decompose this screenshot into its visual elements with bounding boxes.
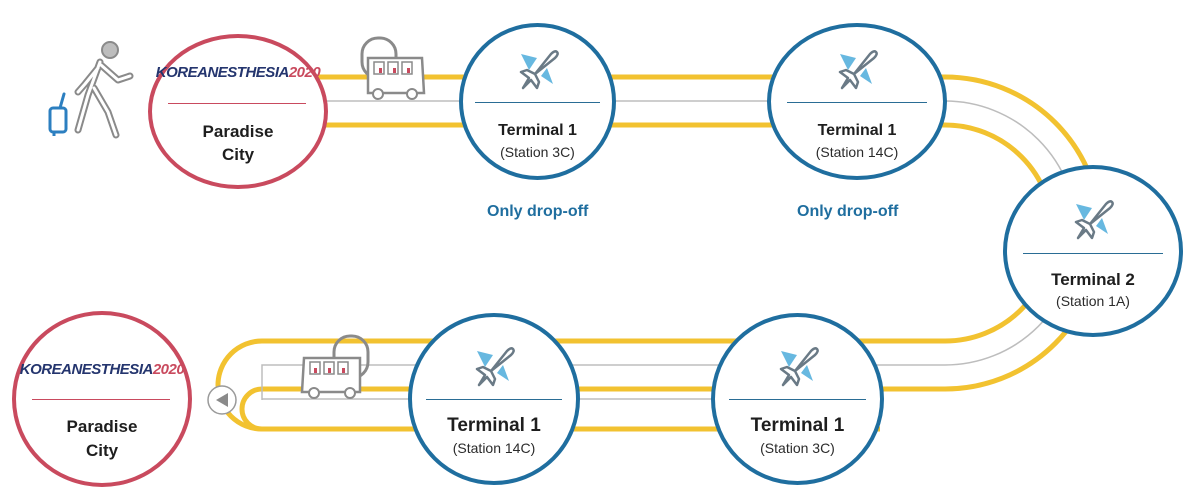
stop-terminal-1-station-3c: Terminal 1 (Station 3C)	[711, 313, 884, 485]
start-stop-name-line2: City	[221, 145, 255, 164]
stop-terminal-1-station-14c: Terminal 1 (Station 14C)	[767, 23, 947, 180]
logo-underline	[168, 103, 306, 104]
stop-divider	[729, 399, 866, 400]
stop-divider	[1023, 253, 1163, 254]
stop-station: (Station 1A)	[1056, 293, 1130, 309]
stop-name: Terminal 1	[817, 122, 897, 139]
end-stop-paradise-city: KOREANESTHESIA2020 Paradise City	[12, 311, 192, 487]
stop-name: Terminal 1	[750, 415, 845, 436]
stop-station: (Station 3C)	[500, 144, 575, 160]
start-stop-paradise-city: KOREANESTHESIA2020 Paradise City	[148, 34, 328, 189]
airplane-icon	[779, 347, 819, 387]
stop-station: (Station 14C)	[452, 440, 536, 456]
stop-station: (Station 3C)	[760, 440, 835, 456]
stop-name: Terminal 1	[498, 122, 577, 139]
stop-divider	[475, 102, 600, 103]
stop-note: Only drop-off	[797, 203, 899, 220]
shuttle-bus-icon	[360, 36, 426, 100]
airplane-icon	[838, 50, 878, 90]
stop-terminal-2-station-1a: Terminal 2 (Station 1A)	[1003, 165, 1183, 337]
stop-name: Terminal 2	[1051, 270, 1135, 289]
stop-name: Terminal 1	[447, 415, 541, 436]
shuttle-bus-icon	[300, 334, 370, 399]
stop-terminal-1-station-3c: Terminal 1 (Station 3C)	[459, 23, 616, 180]
stop-note: Only drop-off	[487, 203, 589, 220]
end-stop-name-line1: Paradise	[66, 417, 138, 436]
airplane-icon	[475, 347, 515, 387]
logo-underline	[32, 399, 170, 400]
airplane-icon	[1074, 200, 1114, 240]
route-track	[261, 100, 1078, 400]
korea-anesthesia-logo: KOREANESTHESIA2020	[19, 361, 185, 378]
start-stop-name-line1: Paradise	[202, 122, 274, 141]
end-stop-name-line2: City	[85, 441, 119, 460]
traveler-with-luggage-icon	[48, 41, 134, 139]
stop-divider	[426, 399, 562, 400]
stop-divider	[787, 102, 927, 103]
stop-terminal-1-station-14c: Terminal 1 (Station 14C)	[408, 313, 580, 485]
airplane-icon	[519, 50, 559, 90]
korea-anesthesia-logo: KOREANESTHESIA2020	[155, 64, 321, 81]
stop-station: (Station 14C)	[815, 144, 899, 160]
left-arrow-icon	[207, 385, 237, 415]
